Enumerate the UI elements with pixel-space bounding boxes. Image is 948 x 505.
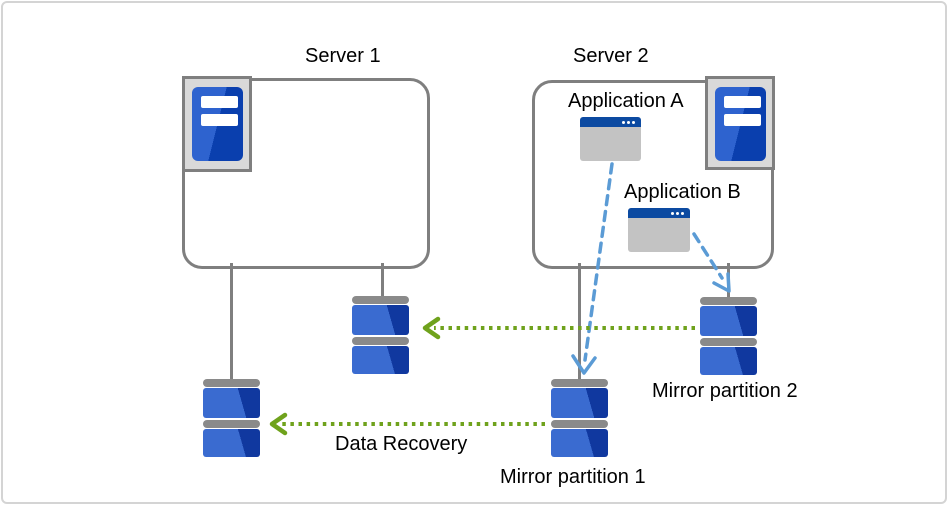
window-titlebar xyxy=(628,208,690,218)
server-1-tower-icon xyxy=(182,76,252,172)
server2-disk-connector-right xyxy=(727,263,730,297)
application-a-label: Application A xyxy=(568,90,684,112)
server-2-label: Server 2 xyxy=(573,45,649,67)
disk-cap xyxy=(203,379,260,387)
server2-disk-connector-left xyxy=(578,263,581,379)
disk-cap xyxy=(352,296,409,304)
window-dot xyxy=(632,120,635,124)
disk-block xyxy=(551,429,608,457)
data-recovery-label: Data Recovery xyxy=(335,433,468,455)
server1-disk-connector-right xyxy=(381,263,384,297)
disk-block xyxy=(551,388,608,418)
mirror-partition-2-label: Mirror partition 2 xyxy=(652,380,798,402)
drive-slot xyxy=(724,114,761,126)
data-recovery-arrowhead-lower xyxy=(269,412,288,436)
data-recovery-arrowhead-upper xyxy=(422,316,441,340)
drive-slot xyxy=(201,114,238,126)
window-dot xyxy=(676,211,679,215)
disk-cap xyxy=(700,297,757,305)
window-dot xyxy=(671,211,674,215)
window-dot xyxy=(622,120,625,124)
disk-cap xyxy=(551,379,608,387)
disk-bar xyxy=(352,337,409,345)
window-body xyxy=(628,218,690,252)
drive-slot xyxy=(724,96,761,108)
drive-slot xyxy=(201,96,238,108)
mirror-partition-1-label: Mirror partition 1 xyxy=(500,466,646,488)
server1-upper-disk-icon xyxy=(352,296,409,374)
window-dot xyxy=(627,120,630,124)
application-b-window-icon xyxy=(628,208,690,252)
window-body xyxy=(580,127,641,161)
disk-bar xyxy=(551,420,608,428)
window-dot xyxy=(681,211,684,215)
server-1-label: Server 1 xyxy=(305,45,381,67)
tower-body xyxy=(192,87,243,161)
disk-block xyxy=(203,429,260,457)
app-a-write-arrowhead xyxy=(571,354,597,375)
server1-lower-disk-icon xyxy=(203,379,260,457)
mirror-partition-2-disk-icon xyxy=(700,297,757,375)
disk-block xyxy=(700,306,757,336)
disk-bar xyxy=(700,338,757,346)
tower-body xyxy=(715,87,766,161)
disk-bar xyxy=(203,420,260,428)
application-b-label: Application B xyxy=(624,181,741,203)
disk-block xyxy=(700,347,757,375)
mirror-partition-1-disk-icon xyxy=(551,379,608,457)
server1-disk-connector-left xyxy=(230,263,233,379)
application-a-window-icon xyxy=(580,117,641,161)
disk-block xyxy=(203,388,260,418)
window-titlebar xyxy=(580,117,641,127)
disk-block xyxy=(352,305,409,335)
server-2-tower-icon xyxy=(705,76,775,170)
disk-block xyxy=(352,346,409,374)
